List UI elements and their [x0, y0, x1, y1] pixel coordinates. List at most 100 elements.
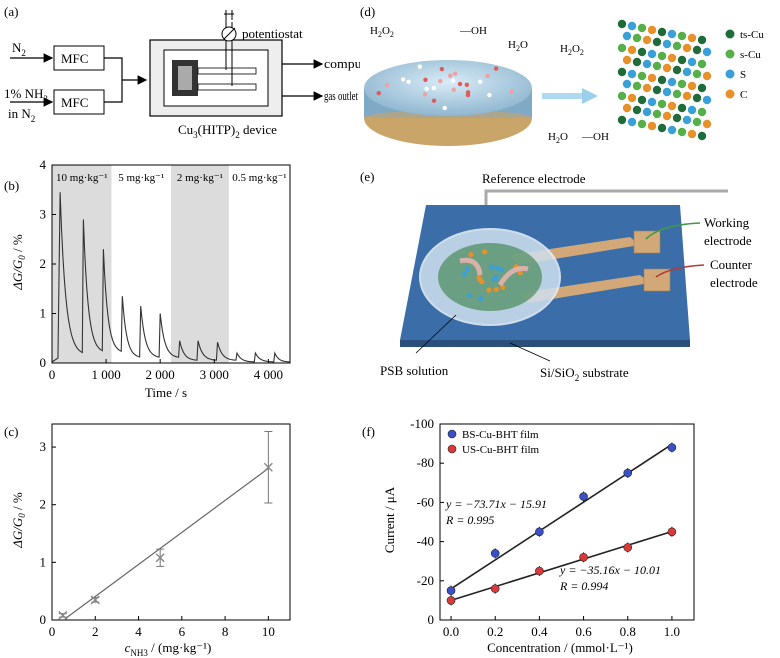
lattice-atom [702, 47, 712, 57]
lattice-atom [652, 85, 662, 95]
lattice-atom [637, 71, 647, 81]
lattice-atom [642, 59, 652, 69]
panel-b-ytick-label: 2 [40, 256, 47, 271]
panel-c-xtick-label: 10 [262, 624, 275, 639]
lattice-atom [677, 127, 687, 137]
molecule-dot [485, 73, 490, 79]
lattice-atom [466, 292, 472, 298]
molecule-dot [417, 64, 423, 69]
lattice-atom [637, 119, 647, 129]
panel-f-point [667, 443, 677, 452]
panel-f-point [623, 543, 633, 552]
panel-c-ytick-label: 3 [40, 439, 47, 454]
panel-f-ytick-label: -20 [417, 573, 434, 588]
lattice-atom [647, 121, 657, 131]
panel-f-legend-label: BS-Cu-BHT film [462, 429, 539, 441]
lattice-atom [687, 105, 697, 115]
lattice-atom [677, 55, 687, 65]
panel-b-ytick-label: 1 [40, 306, 47, 321]
panel-f-xtick-label: 0.6 [575, 624, 592, 639]
region-label: 5 mg·kg⁻¹ [118, 172, 164, 184]
panel-f-legend-marker [447, 429, 457, 439]
panel-f-xtick-label: 0.0 [443, 624, 459, 639]
molecule-dot [452, 71, 458, 76]
region-label: 2 mg·kg⁻¹ [177, 172, 223, 184]
panel-c-xtick-label: 8 [222, 624, 229, 639]
molecule-dot [400, 77, 406, 82]
lattice-atom [622, 79, 632, 89]
lattice-atom [632, 57, 642, 67]
panel-f-ytick-label: -100 [410, 416, 434, 431]
lattice-atom [692, 69, 702, 79]
lattice-atom [697, 83, 707, 93]
h2o2-label-right: H2O2 [560, 43, 584, 57]
panel-f-point [623, 468, 633, 478]
panel-f-point [490, 584, 500, 593]
lattice-atom [517, 270, 523, 276]
molecule-dot [487, 92, 492, 98]
lattice-atom [642, 35, 652, 45]
lattice-atom [642, 83, 652, 93]
working-electrode-label-2: electrode [704, 233, 752, 248]
molecule-dot [493, 66, 499, 71]
legend-dot-c [725, 89, 735, 99]
panel-b-ytick-label: 4 [40, 157, 47, 172]
lattice-atom [632, 105, 642, 115]
lattice-atom [677, 31, 687, 41]
lattice-atom [677, 79, 687, 89]
lattice-atom [702, 119, 712, 129]
n2-label: N2 [12, 40, 26, 58]
lattice-atom [687, 81, 697, 91]
lattice-atom [692, 45, 702, 55]
lattice-atom [697, 131, 707, 141]
lattice-atom [662, 63, 672, 73]
lattice-atom [687, 33, 697, 43]
shaded-region [52, 165, 112, 363]
panel-b-ytick-label: 0 [40, 355, 47, 370]
counter-electrode-label-2: electrode [710, 275, 758, 290]
molecule-dot [406, 79, 411, 84]
panel-b-ylabel: ΔG/G0 / % [10, 234, 27, 291]
legend-label-c: C [740, 89, 747, 101]
panel-f-point [446, 596, 456, 605]
panel-d-illustration: (d) H2O2 —OH H2O H2O2 H2O —OH ts-Cu s-Cu… [360, 4, 764, 146]
lattice-atom [498, 267, 504, 273]
panel-b-xtick-label: 0 [49, 367, 56, 382]
molecule-dot [384, 82, 390, 88]
molecule-dot [457, 81, 463, 87]
lattice-atom [682, 43, 692, 53]
lattice-atom [657, 99, 667, 109]
mfc-label-2: MFC [61, 95, 88, 110]
panel-f-fit-line [450, 443, 673, 590]
molecule-dot [464, 82, 470, 87]
molecule-dot [431, 98, 437, 103]
lattice-atom [667, 53, 677, 63]
molecule-dot [376, 90, 381, 96]
panel-b-ytick-label: 3 [40, 207, 47, 222]
lattice-atom [464, 266, 471, 272]
panel-c-ytick-label: 1 [40, 554, 47, 569]
oh-label-left: —OH [459, 25, 487, 37]
shaded-region [171, 165, 229, 363]
molecule-dot [422, 92, 428, 97]
lattice-atom [488, 264, 494, 270]
lattice-atom [672, 89, 682, 99]
panel-b-xtick-label: 1 000 [91, 367, 120, 382]
panel-c-point [155, 553, 165, 563]
lattice-atom [667, 101, 677, 111]
molecule-dot [442, 105, 447, 111]
panel-a-schematic: (a) N2 MFC 1% NH3 in N2 MFC potentiostat… [4, 4, 360, 140]
lattice-atom [468, 251, 474, 258]
panel-f-ytick-label: -80 [417, 455, 434, 470]
panel-b-series-line [51, 192, 291, 363]
region-label: 10 mg·kg⁻¹ [56, 172, 108, 184]
lattice-atom [647, 25, 657, 35]
lattice-atom [493, 286, 499, 293]
panel-f-r-value: R = 0.995 [445, 513, 494, 527]
potentiostat-label: potentiostat [242, 26, 303, 41]
panel-f-r-value: R = 0.994 [559, 579, 608, 593]
lattice-atom [652, 37, 662, 47]
lattice-atom [637, 23, 647, 33]
molecule-dot [431, 85, 437, 91]
panel-f-xtick-label: 0.2 [487, 624, 503, 639]
